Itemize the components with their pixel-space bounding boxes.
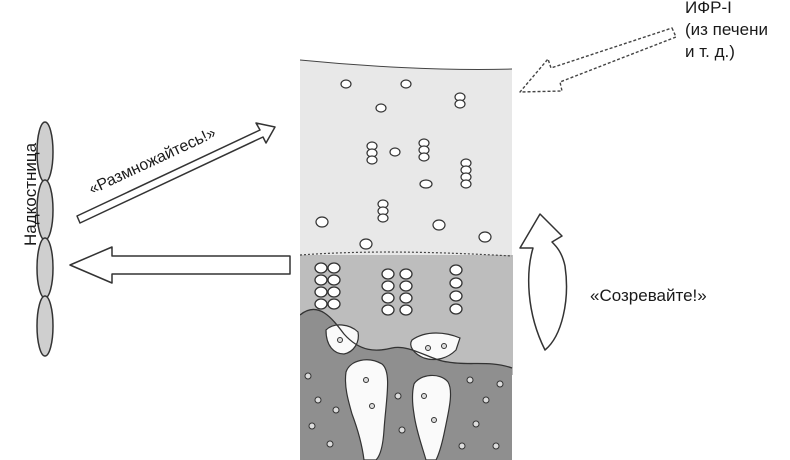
periosteum — [36, 121, 54, 357]
chondrocyte — [381, 280, 395, 292]
chondrocyte — [314, 274, 328, 286]
zone-boundary — [300, 251, 513, 257]
chondrocyte — [359, 238, 373, 250]
cell-stacks — [366, 92, 472, 223]
chondrocyte — [389, 147, 401, 157]
chondrocyte — [400, 79, 412, 89]
chondrocyte — [399, 268, 413, 280]
osteocyte — [332, 406, 340, 414]
chondrocyte — [366, 155, 378, 165]
zone-boundary — [300, 308, 513, 369]
proliferate-arrow — [76, 122, 276, 224]
osteocyte — [441, 343, 447, 349]
column-top-edge — [300, 59, 513, 70]
chondrocyte — [449, 290, 463, 302]
resting-cells — [315, 79, 492, 250]
chondrocyte — [315, 216, 329, 228]
chondrocyte — [314, 298, 328, 310]
proliferative-columns — [314, 262, 463, 316]
osteocyte — [421, 393, 427, 399]
chondrocyte — [327, 298, 341, 310]
chondrocyte — [399, 280, 413, 292]
chondrocyte — [381, 304, 395, 316]
osteocyte — [304, 372, 312, 380]
igf-label-line: и т. д.) — [685, 42, 735, 61]
osteocyte — [492, 442, 500, 450]
osteocyte — [363, 377, 369, 383]
osteocyte — [398, 426, 406, 434]
osteocyte — [482, 396, 490, 404]
chondrocyte — [432, 219, 446, 231]
mature-arrow — [519, 213, 568, 351]
chondrocyte — [375, 103, 387, 113]
resting-zone — [300, 60, 512, 255]
osteocyte — [431, 417, 437, 423]
chondrocyte — [381, 268, 395, 280]
chondrocyte — [454, 99, 466, 109]
chondrocyte — [314, 262, 328, 274]
osteocyte — [466, 376, 474, 384]
bone-trabecula — [344, 359, 389, 460]
periosteum-label: Надкостница — [21, 142, 40, 246]
chondrocyte — [418, 152, 430, 162]
chondrocyte — [327, 286, 341, 298]
igf-label-line: ИФР-I — [685, 0, 732, 17]
osteocyte — [472, 420, 480, 428]
osteocyte — [326, 440, 334, 448]
chondrocyte — [449, 264, 463, 276]
osteocyte — [458, 442, 466, 450]
osteocyte — [425, 345, 431, 351]
osteocyte — [308, 422, 316, 430]
chondrocyte — [314, 286, 328, 298]
chondrocyte — [381, 292, 395, 304]
chondrocyte — [449, 277, 463, 289]
osteocyte — [394, 392, 402, 400]
periosteum-cell — [36, 237, 54, 299]
left-arrow — [69, 246, 291, 284]
chondrocyte — [399, 292, 413, 304]
osteocyte — [314, 396, 322, 404]
osteocyte — [369, 403, 375, 409]
chondrocyte — [419, 179, 433, 189]
growth-plate-column — [300, 59, 513, 460]
periosteum-cell — [36, 295, 54, 357]
osteocyte — [337, 337, 343, 343]
bone-zone-cells — [304, 337, 504, 450]
chondrocyte — [399, 304, 413, 316]
chondrocyte — [460, 179, 472, 189]
chondrocyte — [340, 79, 352, 89]
chondrocyte — [327, 274, 341, 286]
igf-label: ИФР-I (из печени и т. д.) — [685, 0, 768, 63]
chondrocyte — [327, 262, 341, 274]
osteocyte — [496, 380, 504, 388]
igf-arrow — [519, 27, 677, 93]
chondrocyte — [377, 213, 389, 223]
igf-label-line: (из печени — [685, 20, 768, 39]
chondrocyte — [449, 303, 463, 315]
mature-label: «Созревайте!» — [590, 286, 707, 305]
chondrocyte — [478, 231, 492, 243]
